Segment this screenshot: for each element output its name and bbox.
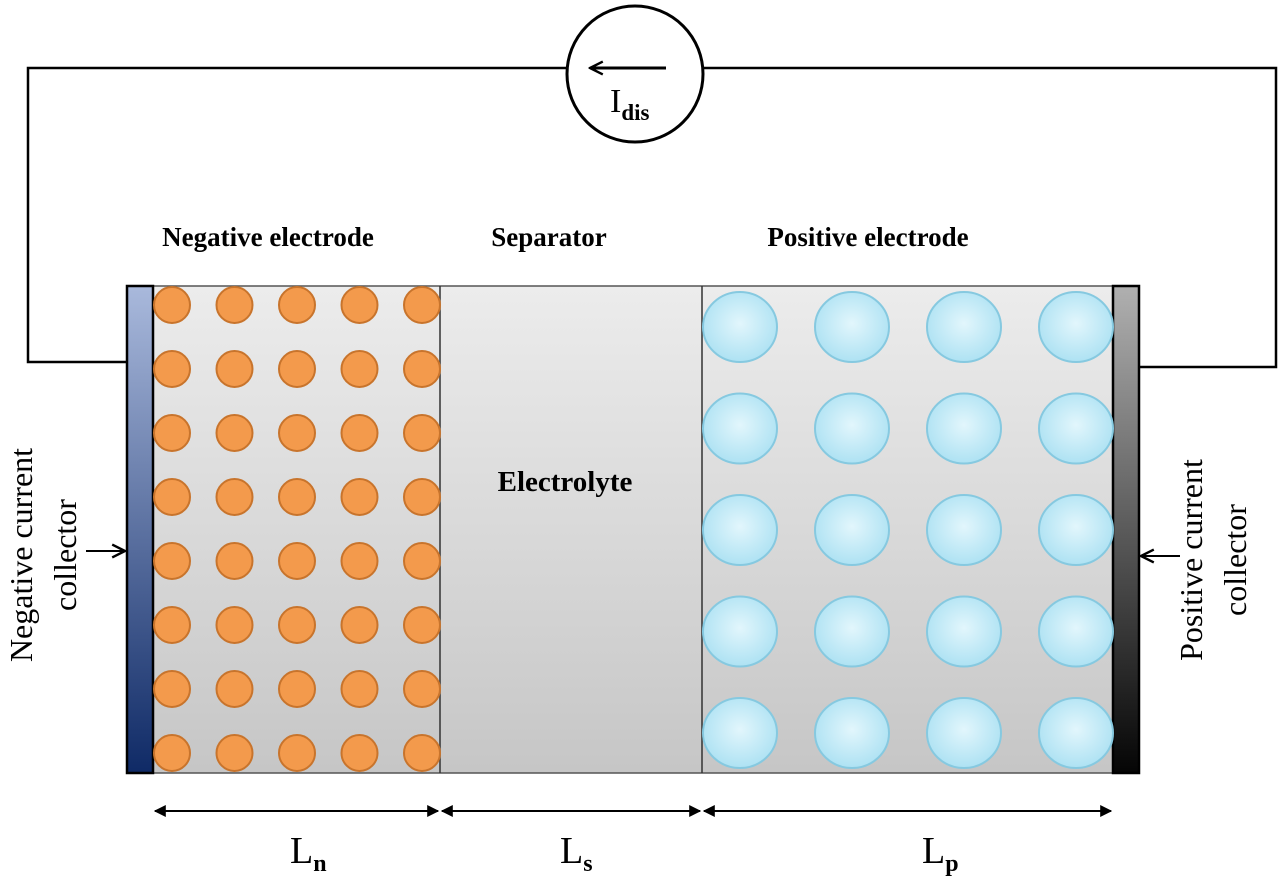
current-subscript: dis xyxy=(621,100,649,125)
positive-particle xyxy=(926,595,1002,668)
ls-symbol: L xyxy=(560,830,583,872)
positive-particle xyxy=(1038,494,1114,566)
electrolyte-label: Electrolyte xyxy=(498,466,633,498)
negative-particle xyxy=(278,414,316,452)
negative-particle xyxy=(215,670,254,708)
negative-particle xyxy=(403,542,441,580)
current-symbol: I xyxy=(610,83,621,120)
negative-particle xyxy=(215,350,254,388)
positive-current-collector xyxy=(1111,284,1141,775)
negative-particle xyxy=(340,670,379,708)
current-source-circle xyxy=(565,4,705,144)
positive-particle xyxy=(702,595,778,668)
circuit-wire xyxy=(26,66,1278,369)
positive-particle xyxy=(926,392,1002,465)
positive-particle xyxy=(1038,392,1114,465)
negative-particle xyxy=(153,670,191,708)
positive-particle xyxy=(814,697,890,769)
positive-particle xyxy=(702,291,778,363)
negative-particle xyxy=(278,350,316,388)
lp-symbol: L xyxy=(922,830,945,872)
negative-collector-label-line2: collector xyxy=(47,499,83,611)
negative-particle xyxy=(340,734,379,772)
positive-electrode-label: Positive electrode xyxy=(767,222,968,252)
ls-subscript: s xyxy=(583,851,592,877)
svg-text:Ln: Ln xyxy=(290,830,327,877)
negative-particle xyxy=(278,734,316,772)
positive-particle xyxy=(926,291,1002,363)
negative-particle xyxy=(215,606,254,644)
ln-symbol: L xyxy=(290,830,313,872)
negative-particle xyxy=(278,670,316,708)
negative-particle xyxy=(153,542,191,580)
negative-particle xyxy=(403,478,441,516)
negative-particles xyxy=(153,286,441,772)
negative-particle xyxy=(340,286,379,324)
negative-particle xyxy=(215,478,254,516)
lp-subscript: p xyxy=(945,851,958,877)
positive-particle xyxy=(814,291,890,363)
negative-particle xyxy=(403,414,441,452)
positive-particle xyxy=(1038,697,1114,769)
negative-particle xyxy=(153,734,191,772)
positive-particle xyxy=(814,595,890,668)
negative-particle xyxy=(153,286,191,324)
positive-particle xyxy=(814,494,890,566)
positive-particle xyxy=(926,494,1002,566)
negative-particle xyxy=(215,286,254,324)
positive-particle xyxy=(702,494,778,566)
positive-particle xyxy=(814,392,890,465)
negative-particle xyxy=(278,606,316,644)
separator-label: Separator xyxy=(491,222,606,252)
svg-text:Idis: Idis xyxy=(610,83,650,125)
positive-particle xyxy=(926,697,1002,769)
ln-subscript: n xyxy=(313,851,326,877)
negative-particle xyxy=(278,542,316,580)
negative-particle xyxy=(340,350,379,388)
negative-particle xyxy=(340,414,379,452)
negative-particle xyxy=(215,734,254,772)
negative-particle xyxy=(153,414,191,452)
negative-particle xyxy=(278,478,316,516)
negative-particle xyxy=(403,670,441,708)
negative-particle xyxy=(340,542,379,580)
negative-particle xyxy=(215,542,254,580)
positive-particle xyxy=(702,392,778,465)
negative-particle xyxy=(403,606,441,644)
negative-particle xyxy=(403,286,441,324)
negative-current-collector xyxy=(125,284,155,775)
negative-collector-label-line1: Negative current xyxy=(3,448,39,662)
negative-particle xyxy=(153,478,191,516)
positive-particle xyxy=(1038,291,1114,363)
negative-particle xyxy=(153,606,191,644)
negative-electrode-label: Negative electrode xyxy=(162,222,374,252)
negative-particle xyxy=(403,734,441,772)
positive-particle xyxy=(1038,595,1114,668)
negative-particle xyxy=(340,478,379,516)
negative-particle xyxy=(403,350,441,388)
positive-collector-label-line2: collector xyxy=(1217,504,1253,616)
positive-collector-label-line1: Positive current xyxy=(1173,459,1209,661)
negative-particle xyxy=(153,350,191,388)
negative-particle xyxy=(215,414,254,452)
current-source: Idis xyxy=(565,4,705,144)
svg-text:Ls: Ls xyxy=(560,830,593,877)
negative-particle xyxy=(278,286,316,324)
positive-particles xyxy=(702,291,1114,769)
negative-particle xyxy=(340,606,379,644)
svg-text:Lp: Lp xyxy=(922,830,959,877)
positive-particle xyxy=(702,697,778,769)
